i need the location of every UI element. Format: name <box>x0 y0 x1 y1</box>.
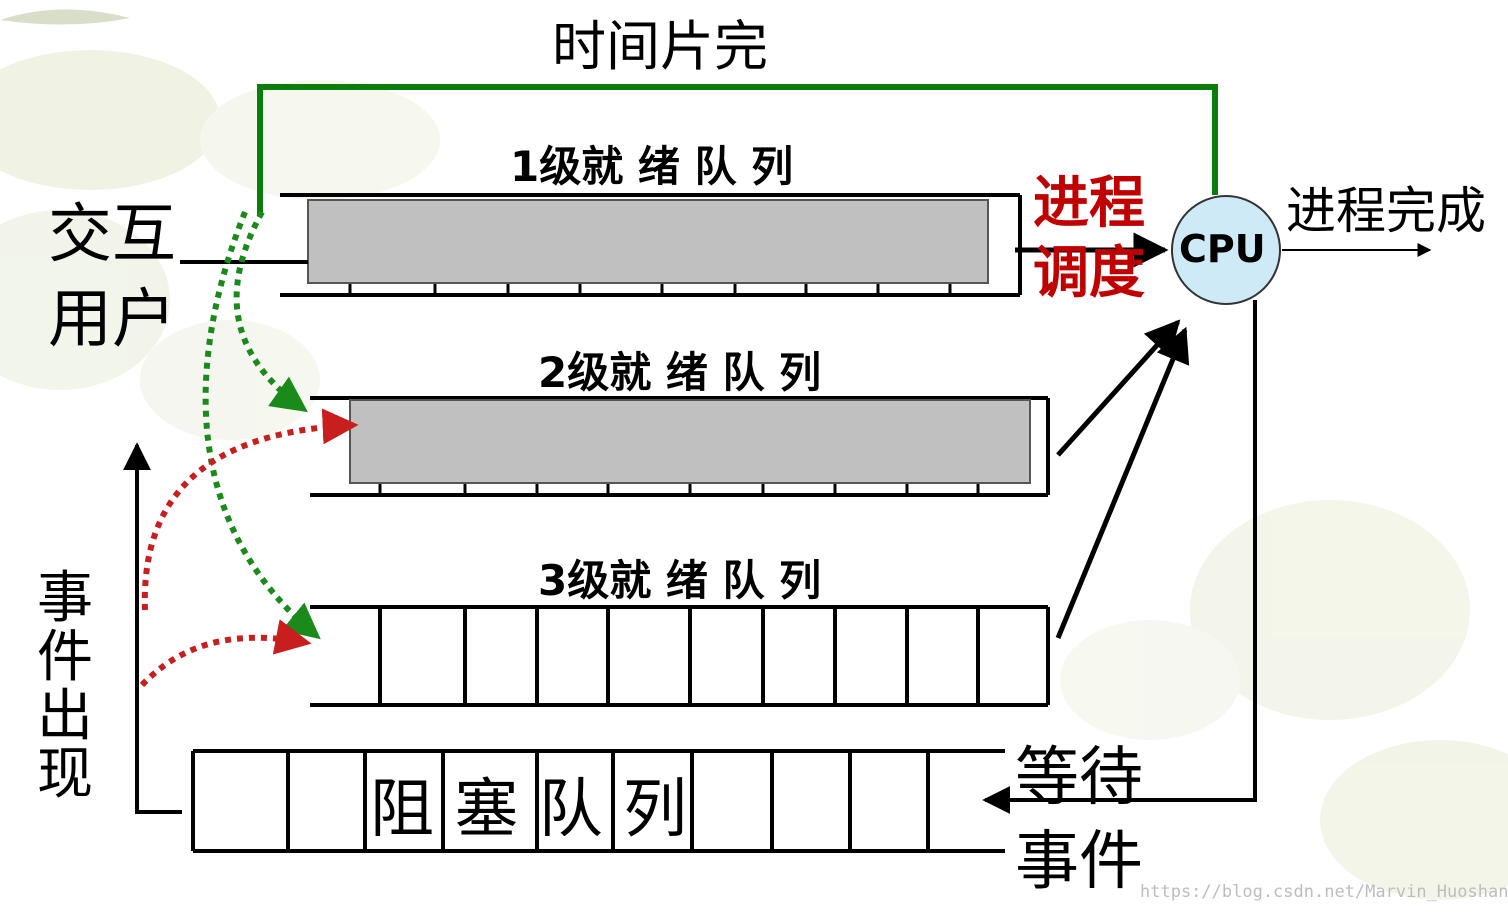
queue-label-3: 3级就 绪 队 列 <box>538 556 822 605</box>
cpu-label: CPU <box>1179 227 1266 271</box>
queue3-to-cpu-arrow <box>1055 326 1190 639</box>
wait-event-label-line2: 事件 <box>1015 825 1143 899</box>
ready-queue-level-2 <box>310 396 1050 497</box>
watermark: https://blog.csdn.net/Marvin_Huoshan <box>1140 882 1508 902</box>
interactive-user-label-line2: 用户 <box>48 283 176 357</box>
blocked-queue <box>191 749 1005 853</box>
event-occurs-arrow <box>123 442 182 814</box>
scheduling-label-line2: 调度 <box>1033 241 1145 306</box>
wait-event-label-line1: 等待 <box>1015 741 1143 815</box>
queue-label-1: 1级就 绪 队 列 <box>510 142 794 191</box>
queue-label-2: 2级就 绪 队 列 <box>538 348 822 397</box>
time-slice-label: 时间片完 <box>552 15 768 78</box>
demote-1-to-2-arrow <box>233 210 308 413</box>
interactive-user-label-line1: 交互 <box>48 198 176 272</box>
wakeup-to-queue3-arrow <box>139 619 312 688</box>
cpu-to-blocked-line <box>982 300 1257 814</box>
cpu-node <box>1171 195 1281 305</box>
ready-queue-level-3 <box>310 605 1050 707</box>
time-slice-feedback-line <box>257 84 1218 215</box>
process-done-label: 进程完成 <box>1286 182 1486 240</box>
blocked-queue-label: 阻 塞 队 列 <box>370 773 688 847</box>
ready-queue-level-1 <box>280 193 1022 297</box>
scheduling-label-line1: 进程 <box>1033 171 1145 236</box>
demote-2-to-3-arrow <box>202 210 321 640</box>
event-occurs-label: 事件出现 <box>37 566 93 808</box>
wakeup-to-queue2-arrow <box>141 408 359 611</box>
